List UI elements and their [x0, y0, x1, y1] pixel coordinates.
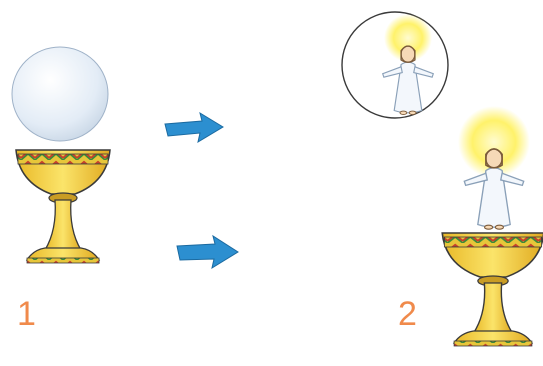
arrow-icon — [165, 113, 223, 142]
host-icon — [12, 47, 108, 141]
step-label-2: 2 — [398, 297, 417, 331]
chalice-icon — [442, 233, 543, 346]
chalice-icon — [16, 150, 110, 263]
step-label-1: 1 — [17, 297, 36, 331]
arrow-icon — [177, 236, 238, 268]
